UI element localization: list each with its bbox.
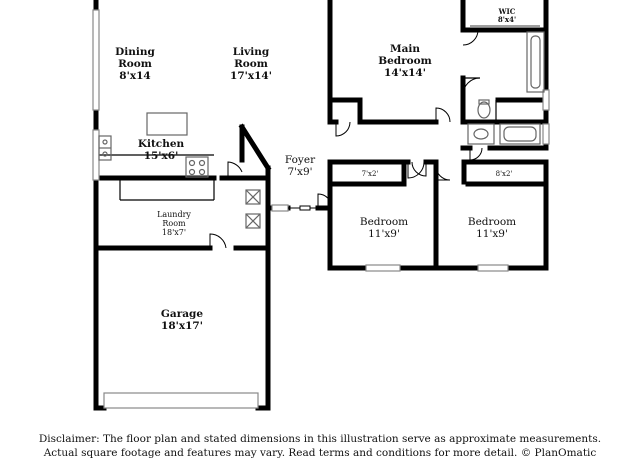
room-name: Bedroom <box>378 55 432 68</box>
room-dimensions: 7'x9' <box>287 166 313 179</box>
room-name: Bedroom <box>467 216 517 228</box>
room-name: WIC <box>498 7 516 16</box>
room-name: Bedroom <box>359 216 409 228</box>
disclaimer-line-1: Disclaimer: The floor plan and stated di… <box>38 433 602 445</box>
room-label-wic: WIC 8'x4' <box>490 7 524 25</box>
disclaimer-line-2: Actual square footage and features may v… <box>43 447 597 459</box>
room-dimensions: 18'x7' <box>161 228 187 238</box>
room-dimensions: 8'x14 <box>119 70 151 83</box>
room-label-closet-1: 7'x2' <box>354 170 386 178</box>
room-name: Room <box>162 219 186 229</box>
room-label-bedroom-1: Bedroom 11'x9' <box>352 216 416 240</box>
fixtures <box>98 25 545 229</box>
room-label-foyer: Foyer 7'x9' <box>278 154 322 178</box>
doors <box>209 29 483 249</box>
room-dimensions: 8'x4' <box>497 15 517 25</box>
room-label-kitchen: Kitchen 15'x6' <box>132 138 190 162</box>
room-name: Kitchen <box>137 138 185 150</box>
room-label-garage: Garage 18'x17' <box>146 308 218 332</box>
walls <box>93 0 549 411</box>
room-name: Room <box>234 58 268 71</box>
room-dimensions: 11'x9' <box>476 228 508 241</box>
room-label-living: Living Room 17'x14' <box>222 46 280 82</box>
room-name: Garage <box>160 308 204 320</box>
room-label-main-bedroom: Main Bedroom 14'x14' <box>370 43 440 79</box>
floor-plan-drawing <box>92 0 550 411</box>
windows <box>92 9 550 409</box>
room-label-closet-2: 8'x2' <box>488 170 520 178</box>
room-dimensions: 11'x9' <box>368 228 400 241</box>
room-name: Foyer <box>284 154 316 166</box>
room-label-laundry: Laundry Room 18'x7' <box>148 210 200 238</box>
disclaimer: Disclaimer: The floor plan and stated di… <box>0 432 640 460</box>
room-dimensions: 8'x2' <box>495 170 513 178</box>
room-dimensions: 7'x2' <box>361 170 379 178</box>
room-dimensions: 18'x17' <box>161 320 203 333</box>
room-name: Dining <box>115 46 155 58</box>
room-dimensions: 14'x14' <box>384 67 426 80</box>
room-name: Main <box>389 43 421 55</box>
room-label-bedroom-2: Bedroom 11'x9' <box>460 216 524 240</box>
room-name: Laundry <box>157 210 191 219</box>
room-name: Room <box>118 58 152 71</box>
room-name: Living <box>232 46 270 58</box>
room-label-dining: Dining Room 8'x14 <box>108 46 162 82</box>
room-dimensions: 17'x14' <box>230 70 272 83</box>
room-dimensions: 15'x6' <box>143 150 179 163</box>
